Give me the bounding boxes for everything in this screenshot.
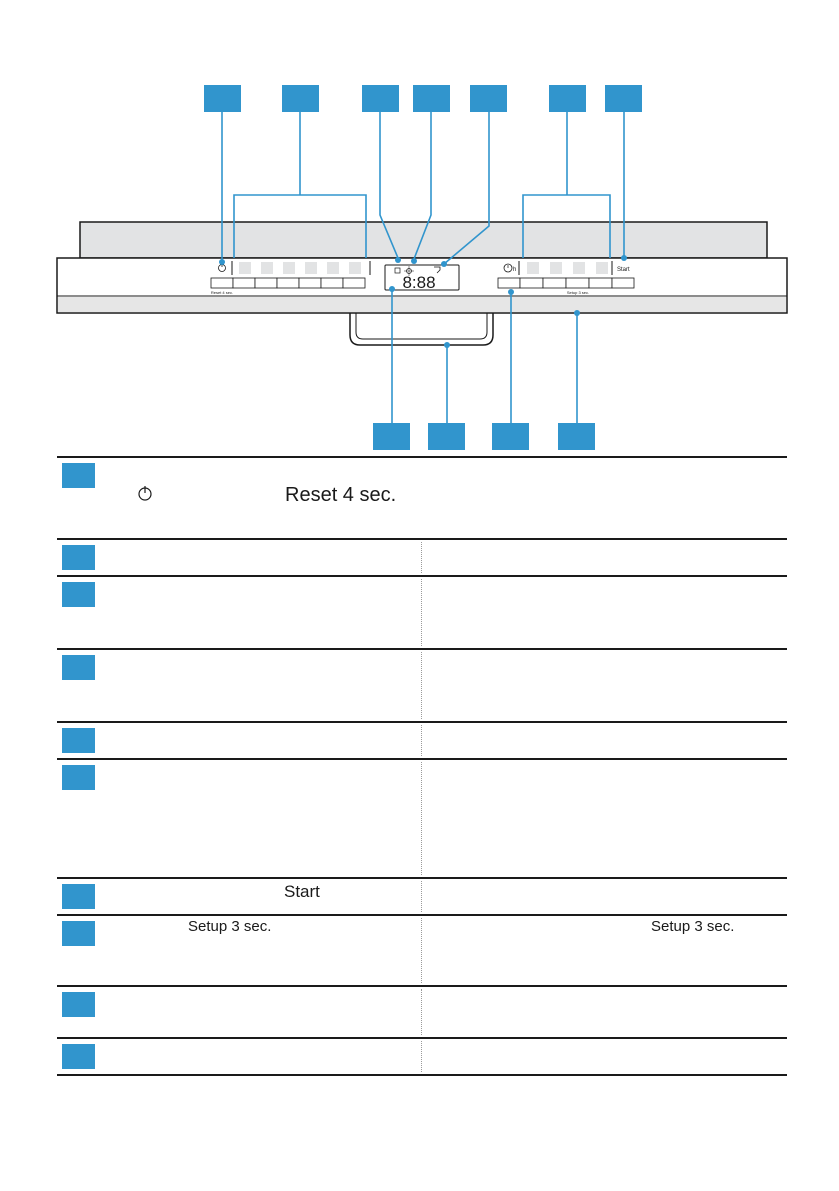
callout-badge-8 bbox=[373, 423, 410, 450]
callout-badge-7 bbox=[605, 85, 642, 112]
row-badge bbox=[62, 655, 95, 680]
legend-table: Reset 4 sec. Start Setup 3 sec. Setup 3 … bbox=[57, 456, 787, 1076]
row-badge bbox=[62, 1044, 95, 1069]
power-icon bbox=[137, 484, 153, 507]
panel-reset-label: Reset 4 sec. bbox=[211, 290, 233, 295]
column-separator bbox=[421, 881, 422, 912]
table-row: Setup 3 sec. Setup 3 sec. bbox=[57, 914, 787, 985]
callout-dots-top bbox=[219, 255, 627, 267]
callout-badge-1 bbox=[204, 85, 241, 112]
option-indicators bbox=[527, 262, 608, 274]
column-separator bbox=[421, 918, 422, 983]
column-separator bbox=[421, 579, 422, 646]
left-button-row bbox=[210, 277, 366, 289]
right-button-row bbox=[497, 277, 635, 289]
start-text: Start bbox=[284, 882, 320, 901]
callout-leaders-bottom bbox=[391, 289, 578, 423]
table-row bbox=[57, 575, 787, 648]
program-indicators bbox=[239, 262, 361, 274]
row-badge bbox=[62, 463, 95, 488]
callout-badge-10 bbox=[492, 423, 529, 450]
column-separator bbox=[421, 989, 422, 1035]
table-row bbox=[57, 648, 787, 721]
setup-text-right: Setup 3 sec. bbox=[651, 918, 735, 935]
timer-unit: h bbox=[513, 267, 516, 273]
table-row bbox=[57, 758, 787, 877]
setup-text-left: Setup 3 sec. bbox=[188, 918, 272, 935]
column-separator bbox=[421, 762, 422, 875]
table-row bbox=[57, 721, 787, 758]
rinse-aid-icon bbox=[394, 267, 401, 274]
door-handle bbox=[349, 313, 494, 346]
column-separator bbox=[421, 725, 422, 756]
salt-icon bbox=[404, 266, 414, 276]
column-separator bbox=[421, 652, 422, 719]
row-badge bbox=[62, 728, 95, 753]
row-badge bbox=[62, 884, 95, 909]
callout-dots-bottom bbox=[389, 286, 580, 348]
table-row bbox=[57, 1037, 787, 1076]
reset-text: Reset 4 sec. bbox=[285, 484, 397, 506]
callout-badge-4 bbox=[413, 85, 450, 112]
display bbox=[384, 264, 460, 291]
callout-badge-3 bbox=[362, 85, 399, 112]
callout-leaders-top bbox=[221, 112, 625, 265]
callout-badge-9 bbox=[428, 423, 465, 450]
row-badge bbox=[62, 765, 95, 790]
water-supply-icon bbox=[434, 266, 441, 274]
door-handle-inner bbox=[355, 313, 488, 340]
panel-lower-strip bbox=[58, 297, 786, 312]
table-row bbox=[57, 538, 787, 575]
control-panel-diagram: Reset 4 sec. 8:88 h Start Setup 3 sec. bbox=[56, 85, 788, 450]
row-badge bbox=[62, 582, 95, 607]
timer-icon bbox=[503, 263, 513, 273]
row-badge bbox=[62, 992, 95, 1017]
callout-badge-6 bbox=[549, 85, 586, 112]
column-separator bbox=[421, 1041, 422, 1072]
table-row: Reset 4 sec. bbox=[57, 456, 787, 538]
table-row bbox=[57, 985, 787, 1037]
panel-setup-label: Setup 3 sec. bbox=[567, 290, 589, 295]
appliance-top bbox=[79, 221, 768, 259]
column-separator bbox=[421, 542, 422, 573]
callout-badge-11 bbox=[558, 423, 595, 450]
callout-badge-5 bbox=[470, 85, 507, 112]
panel-start-label: Start bbox=[617, 267, 630, 273]
table-row: Start bbox=[57, 877, 787, 914]
row-badge bbox=[62, 921, 95, 946]
callout-badge-2 bbox=[282, 85, 319, 112]
row-badge bbox=[62, 545, 95, 570]
display-digits: 8:88 bbox=[402, 273, 435, 292]
